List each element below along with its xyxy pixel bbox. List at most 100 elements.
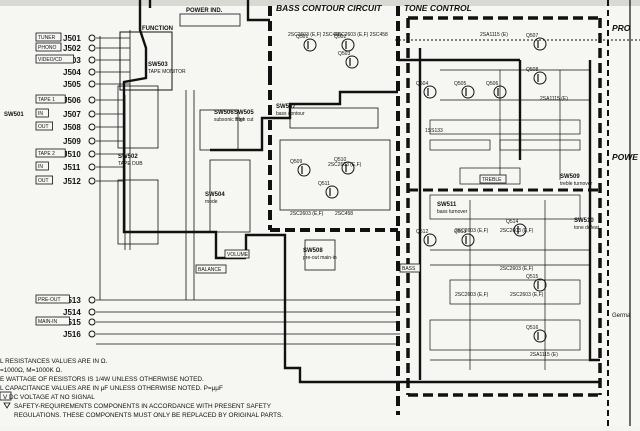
transistor-label: Q510	[334, 157, 346, 163]
jack-id: J506	[63, 96, 81, 105]
jack-label: OUT	[38, 178, 49, 184]
jack-terminal	[88, 56, 96, 64]
transistor-label: Q511	[318, 181, 330, 187]
jack-id: J516	[63, 330, 81, 339]
jack-terminal	[88, 330, 96, 338]
jack-label: IN	[38, 111, 43, 117]
jack-label-box	[35, 316, 70, 326]
transistor-label: Q503	[338, 51, 350, 57]
transistor-symbol	[423, 233, 437, 247]
jack-terminal	[88, 110, 96, 118]
switch-label: SW504	[205, 192, 225, 198]
switch-desc: TAPE MONITOR	[148, 69, 186, 75]
tone-control-title: TONE CONTROL	[404, 3, 472, 13]
signal-bus	[96, 30, 400, 345]
jack-label-box	[35, 94, 66, 104]
jack-label-box	[35, 148, 66, 158]
jack-terminal	[88, 163, 96, 171]
part-note: 2SA1115 (E)	[480, 32, 508, 38]
switch-labels: SW503 TAPE MONITOR SW506 subsonic filter…	[4, 62, 600, 261]
switch-label: SW506	[214, 110, 234, 116]
switch-desc: high cut	[236, 117, 254, 123]
jack-terminal	[88, 308, 96, 316]
bass-label: BASS	[402, 266, 416, 272]
bass-contour-title: BASS CONTOUR CIRCUIT	[276, 3, 382, 13]
jack-id: J505	[63, 80, 81, 89]
jack-terminal	[88, 150, 96, 158]
part-note: 2SC2603 (E,F)	[290, 211, 324, 217]
switch-label: SW511	[437, 202, 457, 208]
note-line: E WATTAGE OF RESISTORS IS 1/4W UNLESS OT…	[0, 376, 204, 383]
jack-id: J508	[63, 123, 81, 132]
tape-switch-blocks	[117, 85, 391, 271]
transistor-symbol	[533, 37, 547, 51]
jack-label-box	[35, 161, 49, 171]
jack-label: TUNER	[38, 35, 56, 41]
transistor-symbol	[513, 223, 527, 237]
note-line: REGULATIONS. THESE COMPONENTS MUST ONLY …	[14, 412, 283, 419]
main-signal-path	[122, 0, 600, 384]
switch-desc: subsonic filter	[214, 117, 245, 123]
top-edge	[0, 0, 640, 6]
switch-label: SW501	[4, 112, 24, 118]
volume-label: VOLUME	[227, 252, 249, 258]
transistor-label: Q501	[296, 34, 308, 40]
part-number-notes: 2SC2603 (E,F) 2SC458 2SC2603 (E,F) 2SC45…	[288, 32, 568, 358]
part-note: 2SC2603 (E,F) 2SC458	[335, 32, 388, 38]
jack-label: IN	[38, 164, 43, 170]
part-note: 2SC2603 (E,F) 2SC458	[288, 32, 341, 38]
transistor-symbol	[325, 185, 339, 199]
jack-id: J501	[63, 34, 81, 43]
transistor-symbol	[533, 71, 547, 85]
transistor-symbol	[345, 55, 359, 69]
part-note: 2SC458	[335, 211, 353, 217]
transistor-symbol	[341, 161, 355, 175]
jack-id: J507	[63, 110, 81, 119]
note-line: V DC VOLTAGE AT NO SIGNAL	[3, 394, 95, 401]
jack-terminal	[88, 44, 96, 52]
switch-label: SW503	[148, 62, 168, 68]
switch-label: SW510	[574, 218, 594, 224]
transistor-symbol	[461, 233, 475, 247]
jack-label: OUT	[38, 124, 49, 130]
part-note: 2SC2603 (E,F)	[455, 292, 489, 298]
balance-label: BALANCE	[198, 267, 222, 273]
switch-label: SW509	[560, 174, 580, 180]
jack-id: J512	[63, 177, 81, 186]
transistor-symbol	[533, 329, 547, 343]
switch-desc: bass turnover	[437, 209, 468, 215]
switch-label: SW507	[276, 104, 296, 110]
part-note: 1SS133	[425, 128, 443, 134]
note-line: L RESISTANCES VALUES ARE IN Ω.	[0, 358, 108, 365]
jack-label-box	[35, 32, 62, 42]
transistor-symbol	[533, 278, 547, 292]
transistor-label: Q516	[526, 325, 538, 331]
jack-terminal	[88, 68, 96, 76]
tone-control-components	[429, 69, 590, 370]
part-note: 2SC2603 (E,F)	[500, 228, 534, 234]
transistor-label: Q509	[290, 159, 302, 165]
switch-label: SW508	[303, 248, 323, 254]
jack-label-box	[35, 175, 54, 185]
boxed-labels: BALANCE VOLUME TREBLE BASS	[195, 174, 507, 274]
jack-terminal	[88, 177, 96, 185]
jack-label: PRE-OUT	[38, 297, 61, 303]
jack-terminal	[88, 123, 96, 131]
part-note: 2SA1115 (E)	[530, 352, 558, 358]
power-ind-label: POWER IND.	[186, 8, 223, 14]
note-line: =1000Ω, M=1000K Ω.	[0, 367, 62, 374]
transistor-label: Q515	[526, 274, 538, 280]
jack-column: J501TUNERJ502PHONOJ503VIDEO/CDJ504J505J5…	[35, 32, 96, 339]
transistor-label: Q514	[506, 219, 518, 225]
jack-label-box	[35, 121, 54, 131]
function-label: FUNCTION	[142, 26, 173, 32]
jack-terminal	[88, 296, 96, 304]
transistor-label: Q504	[416, 81, 428, 87]
jack-terminal	[88, 96, 96, 104]
switch-desc: treble turnover	[560, 181, 593, 187]
switch-desc: bass contour	[276, 111, 305, 117]
transistor-label: Q502	[334, 34, 346, 40]
note-line: SAFETY-REQUIREMENTS COMPONENTS IN ACCORD…	[14, 403, 272, 410]
jack-label: TAPE 1	[38, 97, 55, 103]
